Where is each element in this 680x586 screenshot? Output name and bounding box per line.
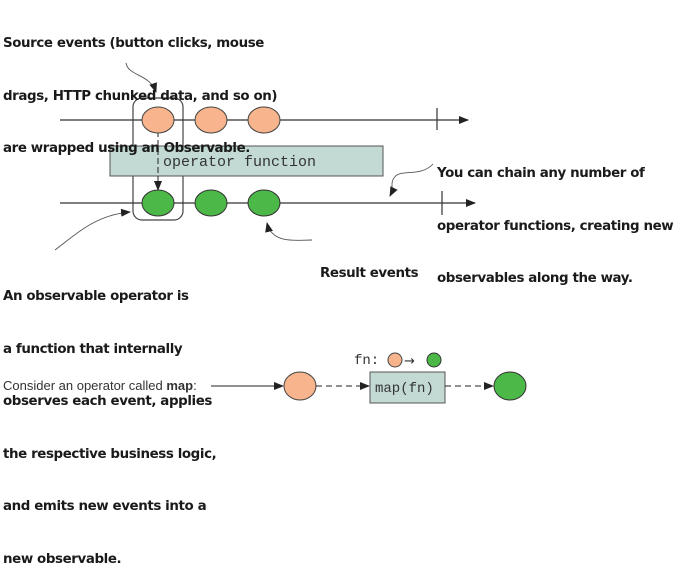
result-callout-curve [265, 222, 313, 241]
source-event [141, 106, 175, 134]
observable-diagram: operator function Consider an operator c… [3, 62, 527, 404]
chain-note: You can chain any number of operator fun… [437, 166, 674, 286]
source-events-note: Source events (button clicks, mouse drag… [3, 36, 278, 156]
map-box [369, 371, 446, 404]
operator-function-box [109, 145, 384, 177]
fn-output-swatch [426, 352, 442, 368]
map-box-label: map(fn) [375, 381, 434, 397]
source-event [247, 106, 281, 134]
source-callout-curve [125, 62, 157, 93]
operator-callout-curve [54, 208, 131, 251]
result-event [141, 189, 175, 217]
result-events-note: Result events [320, 266, 419, 281]
source-events [141, 106, 281, 134]
operator-function-label: operator function [163, 154, 316, 171]
observable-operator-note: An observable operator is a function tha… [3, 289, 217, 567]
map-output-event [493, 371, 527, 401]
fn-input-swatch [387, 352, 403, 368]
result-events [141, 189, 281, 217]
map-intro-text: Consider an operator called map: [3, 378, 197, 393]
result-event [194, 189, 228, 217]
result-event [247, 189, 281, 217]
source-event [194, 106, 228, 134]
fn-label: fn: [354, 353, 379, 369]
chain-callout-curve [389, 163, 434, 197]
map-input-event [283, 371, 317, 401]
fn-arrow-icon: → [404, 354, 415, 369]
